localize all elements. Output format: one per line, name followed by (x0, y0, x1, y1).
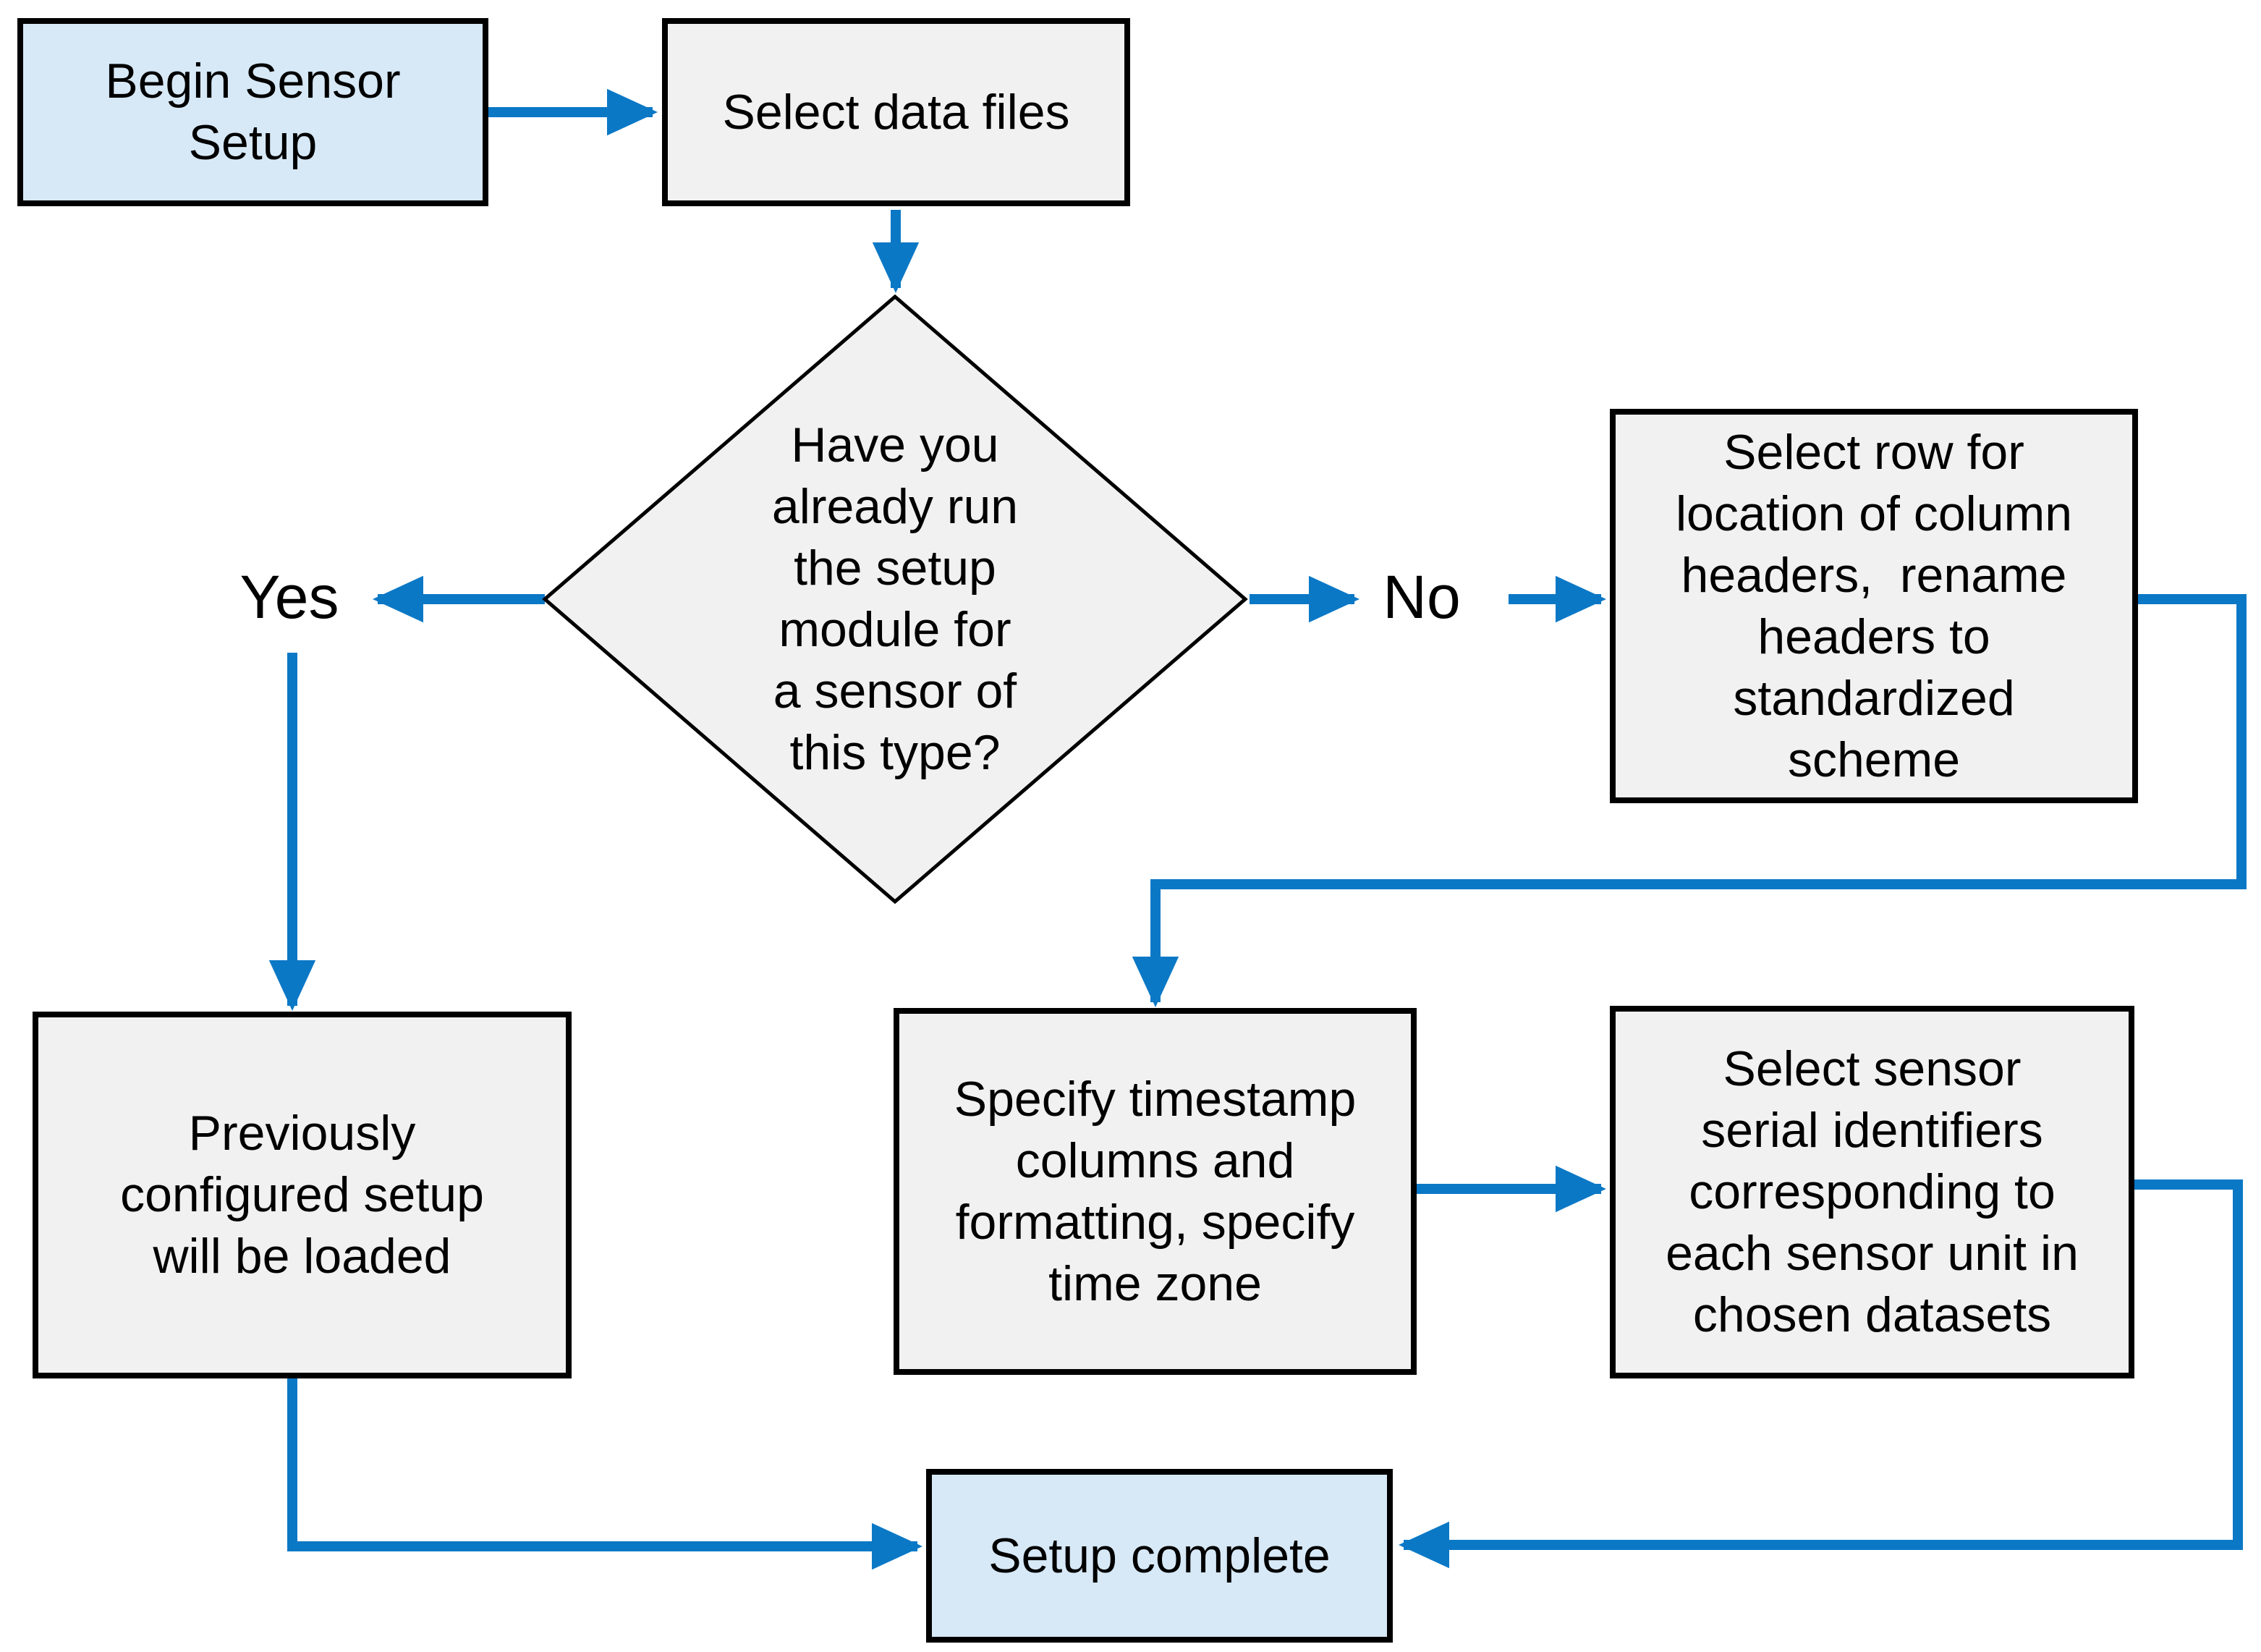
node-select-data-files: Select data files (662, 18, 1130, 206)
node-select-row-headers-label: Select row for location of column header… (1675, 424, 2073, 787)
node-previously-configured: Previously configured setup will be load… (33, 1012, 572, 1378)
node-decision-label-wrap: Have you already run the setup module fo… (663, 326, 1127, 873)
node-begin-sensor-setup-label: Begin Sensor Setup (105, 54, 401, 170)
node-specify-timestamp-label: Specify timestamp columns and formatting… (954, 1071, 1357, 1311)
node-specify-timestamp: Specify timestamp columns and formatting… (894, 1008, 1417, 1375)
node-setup-complete-label: Setup complete (988, 1528, 1331, 1583)
edge-select-row-to-specify-timestamp (1132, 594, 2247, 1007)
node-select-data-files-label: Select data files (722, 84, 1070, 140)
decision-diamond-shape (542, 294, 1248, 905)
node-setup-complete: Setup complete (926, 1469, 1393, 1643)
edge-select-serial-to-setup-complete (1399, 1179, 2243, 1569)
node-select-row-headers: Select row for location of column header… (1610, 409, 2138, 803)
node-select-sensor-serial: Select sensor serial identifiers corresp… (1610, 1006, 2134, 1378)
edge-label-yes: Yes (239, 562, 339, 631)
edge-prev-setup-to-setup-complete (287, 1378, 922, 1570)
node-begin-sensor-setup: Begin Sensor Setup (17, 18, 488, 206)
node-select-sensor-serial-label: Select sensor serial identifiers corresp… (1666, 1041, 2079, 1342)
node-previously-configured-label: Previously configured setup will be load… (120, 1106, 484, 1284)
edge-label-no: No (1383, 562, 1461, 631)
node-decision-label: Have you already run the setup module fo… (771, 418, 1019, 780)
